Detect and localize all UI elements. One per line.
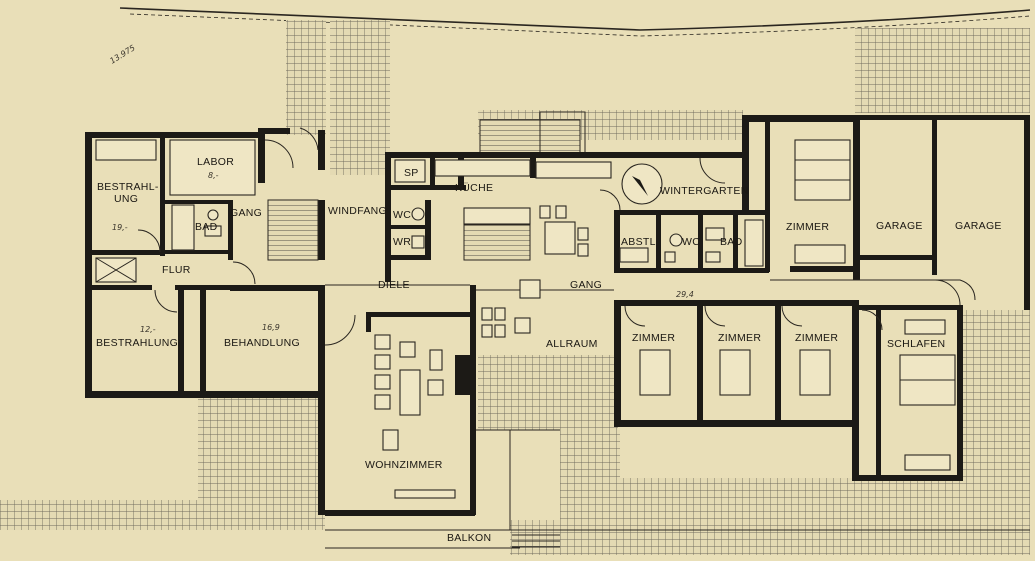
paving-areas	[0, 20, 1030, 555]
entrance-stairs	[479, 111, 586, 157]
room-label-garage-2: GARAGE	[955, 220, 1002, 232]
central-fixtures	[394, 157, 764, 267]
balcony-steps	[512, 534, 560, 548]
room-label-wc-left: WC	[393, 209, 411, 221]
room-label-behandlung: BEHANDLUNG	[224, 337, 300, 349]
living-furniture	[324, 279, 541, 499]
room-label-wohnzimmer: WOHNZIMMER	[365, 459, 443, 471]
room-label-zimmer-3: ZIMMER	[795, 332, 838, 344]
room-label-bad-right: BAD	[720, 236, 743, 248]
room-label-gang-main: GANG	[570, 279, 602, 291]
room-label-schlafen: SCHLAFEN	[887, 338, 945, 350]
corridor-lines	[325, 279, 1030, 549]
area-labor: 8,-	[208, 171, 219, 180]
room-label-bad-left: BAD	[195, 221, 218, 233]
room-label-flur: FLUR	[162, 264, 191, 276]
property-boundary	[119, 7, 1031, 31]
right-wing-fixtures	[794, 139, 961, 306]
room-label-zimmer-top: ZIMMER	[786, 221, 829, 233]
room-label-wr: WR	[393, 236, 411, 248]
area-bestrahlung-top: 19,-	[112, 223, 128, 232]
room-label-garage-1: GARAGE	[876, 220, 923, 232]
room-label-abstl: ABSTL	[621, 236, 656, 248]
area-bestrahlung-bottom: 12,-	[140, 325, 156, 334]
area-gang: 29,4	[676, 290, 694, 299]
room-label-zimmer-1: ZIMMER	[632, 332, 675, 344]
room-label-gang-small: GANG	[230, 207, 262, 219]
room-label-kueche: KÜCHE	[455, 182, 493, 194]
room-label-wintergarten: WINTERGARTEN	[660, 185, 749, 197]
room-label-bestrahlung-top-line2: UNG	[114, 193, 138, 205]
room-label-wc-right: WC	[682, 236, 700, 248]
room-label-diele: DIELE	[378, 279, 410, 291]
room-label-sp: SP	[404, 167, 419, 179]
boundary-dash	[129, 13, 1031, 37]
room-label-balkon: BALKON	[447, 532, 491, 544]
room-label-bestrahlung-bottom: BESTRAHLUNG	[96, 337, 178, 349]
room-label-zimmer-2: ZIMMER	[718, 332, 761, 344]
room-label-labor: LABOR	[197, 156, 234, 168]
room-label-bestrahlung-top-line1: BESTRAHL-	[97, 181, 159, 193]
left-wing-fixtures	[95, 127, 319, 313]
room-label-windfang: WINDFANG	[328, 205, 387, 217]
area-behandlung: 16,9	[262, 323, 280, 332]
room-label-allraum: ALLRAUM	[546, 338, 598, 350]
bedroom-furniture	[624, 305, 956, 471]
